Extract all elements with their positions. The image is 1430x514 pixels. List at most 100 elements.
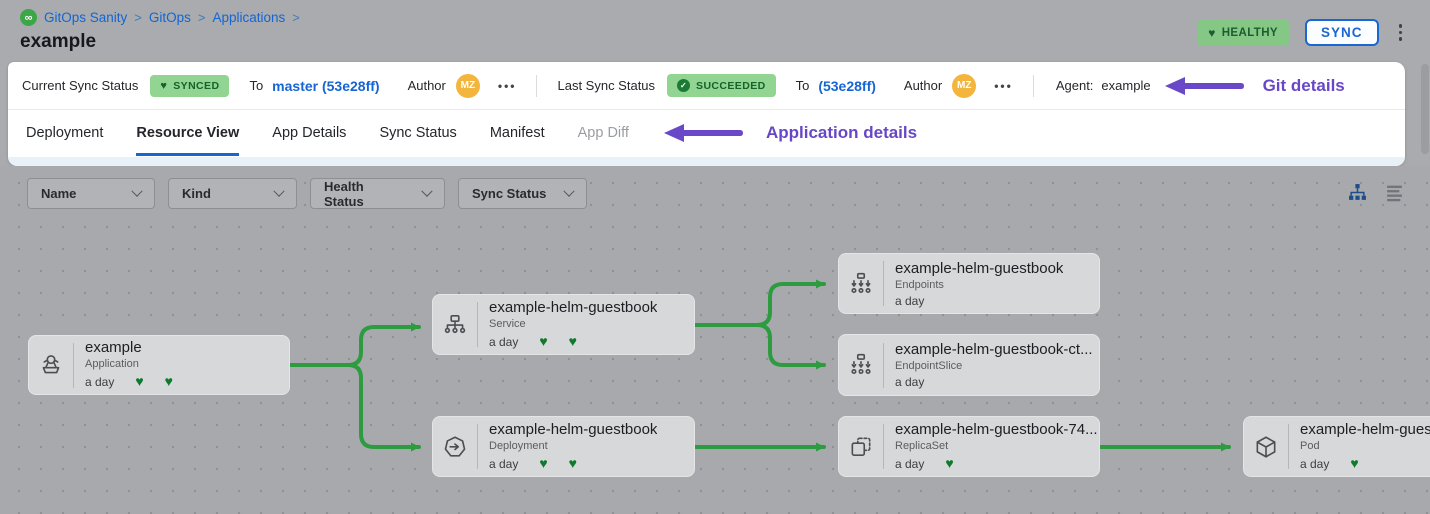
node-age: a day — [489, 334, 519, 349]
node-application-example[interactable]: example Application a day ♥♥ — [28, 335, 290, 395]
health-hearts: ♥♥ — [518, 333, 577, 351]
view-toggles — [1348, 183, 1404, 202]
node-service-example-helm-guestbook[interactable]: example-helm-guestbook Service a day ♥♥ — [432, 294, 695, 355]
more-options-icon[interactable]: ••• — [994, 78, 1013, 93]
health-badge-label: HEALTHY — [1221, 26, 1278, 39]
vertical-scrollbar[interactable] — [1421, 64, 1429, 154]
node-kind: ReplicaSet — [895, 439, 949, 452]
agent-label: Agent: — [1055, 78, 1094, 93]
health-hearts: ♥ — [1329, 455, 1358, 473]
tab-bar: Deployment Resource View App Details Syn… — [8, 110, 1405, 156]
service-icon — [433, 312, 477, 338]
heart-icon: ♥ — [568, 332, 577, 349]
filter-sync-status-label: Sync Status — [472, 186, 547, 201]
chevron-down-icon — [131, 185, 143, 197]
node-replicaset-example-helm-guestbook[interactable]: example-helm-guestbook-74... ReplicaSet … — [838, 416, 1100, 477]
node-pod-example-helm-guestbook[interactable]: example-helm-guest Pod a day ♥ — [1243, 416, 1430, 477]
resource-graph-canvas[interactable]: Name Kind Health Status Sync Status — [0, 166, 1430, 514]
divider — [536, 74, 538, 97]
breadcrumb-item-applications[interactable]: Applications — [212, 10, 286, 25]
deployment-icon — [433, 434, 477, 460]
author-avatar[interactable]: MZ — [455, 73, 480, 98]
divider — [883, 342, 884, 388]
check-icon: ✓ — [677, 79, 691, 92]
replicaset-icon — [839, 434, 883, 460]
chevron-down-icon — [273, 185, 285, 197]
node-title: example-helm-guestbook — [895, 259, 1064, 277]
graph-view-icon[interactable] — [1348, 183, 1367, 202]
filter-bar: Name Kind Health Status Sync Status — [27, 178, 587, 209]
synced-badge-label: SYNCED — [173, 79, 220, 92]
health-hearts: ♥♥ — [114, 373, 173, 391]
health-hearts: ♥♥ — [518, 455, 577, 473]
node-age: a day — [85, 375, 115, 389]
agent-value: example — [1101, 78, 1151, 93]
heart-icon: ♥ — [160, 79, 168, 92]
breadcrumb-item-gitops[interactable]: GitOps — [148, 10, 191, 25]
git-details-annotation: Git details — [1262, 75, 1345, 95]
filter-name[interactable]: Name — [27, 178, 155, 209]
breadcrumb: ∞ GitOps Sanity > GitOps > Applications … — [20, 9, 300, 26]
node-age: a day — [895, 456, 925, 471]
node-kind: Application — [85, 358, 139, 370]
gitops-logo-icon: ∞ — [20, 9, 37, 26]
succeeded-badge: ✓ SUCCEEDED — [667, 74, 776, 97]
last-sync-status-label: Last Sync Status — [557, 78, 656, 93]
divider — [1288, 424, 1289, 469]
more-options-icon[interactable]: ••• — [497, 78, 517, 93]
author-avatar[interactable]: MZ — [952, 73, 977, 98]
node-kind: Deployment — [489, 439, 548, 452]
application-icon — [29, 352, 73, 378]
heart-icon: ♥ — [1350, 454, 1359, 471]
tab-resource-view[interactable]: Resource View — [136, 110, 240, 156]
kebab-menu-icon[interactable] — [1395, 22, 1407, 43]
divider — [477, 424, 478, 469]
divider — [883, 424, 884, 469]
current-revision-link[interactable]: master (53e28ff) — [272, 77, 380, 94]
filter-sync-status[interactable]: Sync Status — [458, 178, 587, 209]
heart-icon: ♥ — [539, 454, 548, 471]
author-label: Author — [407, 78, 446, 93]
health-status-badge: ♥ HEALTHY — [1197, 19, 1289, 46]
synced-badge: ♥ SYNCED — [150, 74, 230, 97]
chevron-down-icon — [421, 185, 433, 197]
tab-deployment[interactable]: Deployment — [26, 124, 104, 141]
annotation-arrow-icon — [1164, 76, 1244, 95]
tab-app-details[interactable]: App Details — [272, 124, 347, 141]
node-title: example-helm-guestbook — [489, 420, 658, 438]
health-hearts: ♥ — [924, 455, 953, 473]
filter-name-label: Name — [41, 186, 77, 201]
tab-manifest[interactable]: Manifest — [489, 124, 545, 141]
node-title: example-helm-guestbook-ct... — [895, 341, 1093, 358]
endpoints-icon — [839, 271, 883, 297]
node-title: example-helm-guest — [1300, 420, 1430, 438]
divider — [1032, 74, 1034, 97]
heart-icon: ♥ — [539, 332, 548, 349]
list-view-icon[interactable] — [1385, 183, 1404, 202]
node-age: a day — [1300, 456, 1330, 471]
sync-button[interactable]: SYNC — [1304, 19, 1379, 46]
node-kind: Service — [489, 317, 526, 330]
tab-app-diff[interactable]: App Diff — [577, 124, 629, 141]
breadcrumb-separator: > — [197, 10, 206, 25]
pod-icon — [1244, 434, 1288, 460]
node-kind: Endpoints — [895, 278, 944, 291]
filter-health-status[interactable]: Health Status — [310, 178, 445, 209]
app-status-panel: Current Sync Status ♥ SYNCED To master (… — [8, 62, 1405, 166]
heart-icon: ♥ — [945, 454, 954, 471]
node-age: a day — [895, 293, 925, 308]
node-deployment-example-helm-guestbook[interactable]: example-helm-guestbook Deployment a day … — [432, 416, 695, 477]
node-title: example-helm-guestbook-74... — [895, 420, 1098, 438]
panel-bottom-strip — [8, 157, 1405, 166]
last-revision-link[interactable]: (53e28ff) — [818, 77, 876, 94]
node-endpoints-example-helm-guestbook[interactable]: example-helm-guestbook Endpoints a day — [838, 253, 1100, 314]
divider — [73, 342, 74, 388]
node-endpointslice-example-helm-guestbook[interactable]: example-helm-guestbook-ct... EndpointSli… — [838, 334, 1100, 396]
to-label: To — [249, 78, 264, 93]
filter-kind[interactable]: Kind — [168, 178, 297, 209]
breadcrumb-item-gitops-sanity[interactable]: GitOps Sanity — [44, 10, 128, 25]
node-age: a day — [895, 375, 925, 389]
node-title: example — [85, 339, 142, 356]
page-header: ∞ GitOps Sanity > GitOps > Applications … — [0, 0, 1430, 62]
tab-sync-status[interactable]: Sync Status — [379, 124, 457, 141]
